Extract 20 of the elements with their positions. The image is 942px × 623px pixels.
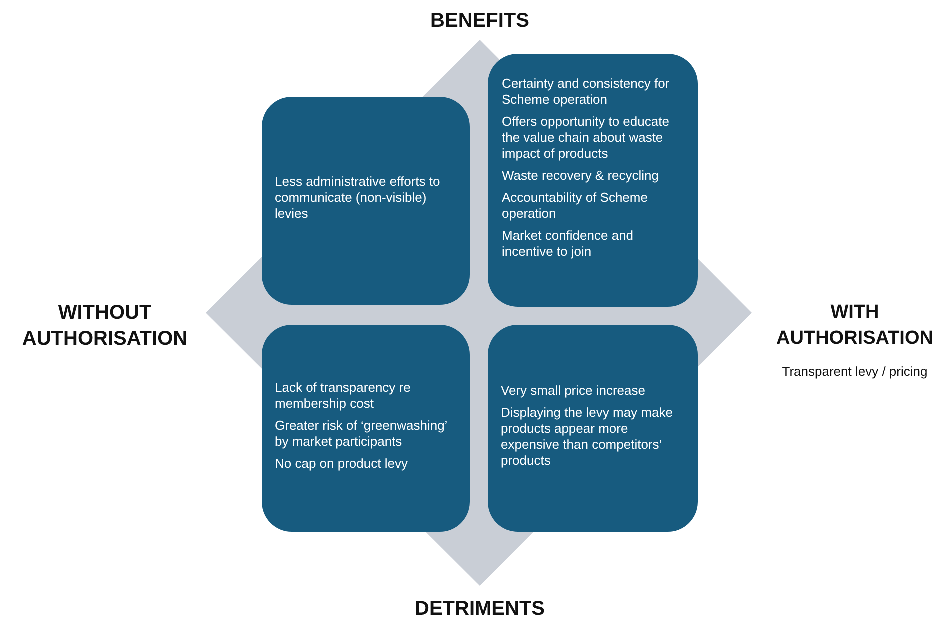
panel-text: Lack of transparency re membership cost xyxy=(275,380,412,412)
text-panel xyxy=(262,325,470,532)
axis-caption: Transparent levy / pricing xyxy=(781,363,929,381)
panel-text: Market confidence and incentive to join xyxy=(502,228,635,260)
axis-heading: DETRIMENTS xyxy=(414,597,546,622)
panel-text: No cap on product levy xyxy=(275,456,409,472)
text-panel xyxy=(262,97,470,305)
panel-text: Accountability of Scheme operation xyxy=(502,190,649,222)
text-panel xyxy=(488,54,698,307)
panel-text: Greater risk of ‘greenwashing’ by market participants xyxy=(275,418,448,450)
axis-heading: WITH AUTHORISATION xyxy=(776,301,934,351)
panel-text: Very small price increase xyxy=(501,382,646,398)
panel-text: Waste recovery & recycling xyxy=(502,168,660,184)
panel-text: Less administrative efforts to communicate (non-visible) levies xyxy=(275,174,442,222)
axis-heading: BENEFITS xyxy=(430,9,530,34)
axis-heading: WITHOUT AUTHORISATION xyxy=(21,301,189,352)
panel-text: Certainty and consistency for Scheme operation xyxy=(502,76,671,108)
text-panel xyxy=(488,325,698,532)
panel-text: Offers opportunity to educate the value chain about waste impact of products xyxy=(502,114,670,162)
panel-text: Displaying the levy may make products appear more expensive than competitors’ products xyxy=(501,404,674,468)
